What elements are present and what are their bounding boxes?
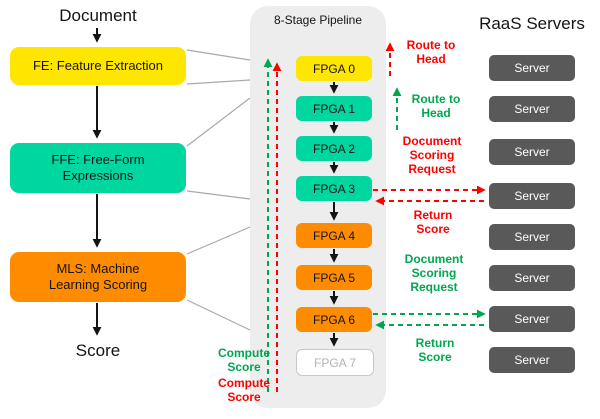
mapping-lines-gray	[186, 49, 251, 331]
doc-scoring-request-label-green: Document Scoring Request	[404, 252, 464, 294]
map-line-ffe-bottom	[186, 190, 251, 200]
server-box-7-label: Server	[514, 312, 550, 326]
score-label: Score	[75, 341, 121, 360]
compute-score-label-red: Compute Score	[218, 376, 270, 404]
map-line-mls-bottom	[186, 299, 251, 331]
stage-fpga-3: FPGA 3	[296, 176, 372, 201]
server-box-5: Server	[489, 224, 575, 250]
route-to-head-arrows	[385, 42, 402, 130]
stage-fpga-2: FPGA 2	[296, 136, 372, 161]
server-box-3-label: Server	[514, 145, 550, 159]
server-box-2: Server	[489, 96, 575, 122]
stage-fpga-6-label: FPGA 6	[312, 312, 356, 327]
stage-fpga-1: FPGA 1	[296, 96, 372, 121]
route-to-head-label-red: Route to Head	[406, 38, 456, 66]
map-line-ffe-top	[186, 97, 251, 147]
stage-fpga-4: FPGA 4	[296, 223, 372, 248]
server-box-5-label: Server	[514, 230, 550, 244]
stage-fpga-5: FPGA 5	[296, 265, 372, 290]
server-box-8: Server	[489, 347, 575, 373]
server-box-4: Server	[489, 183, 575, 209]
stage-fpga-5-label: FPGA 5	[312, 270, 356, 285]
compute-score-label-green: Compute Score	[218, 346, 270, 374]
stage-fpga-0-label: FPGA 0	[312, 61, 356, 76]
server-box-6: Server	[489, 265, 575, 291]
stage-fpga-7: FPGA 7	[296, 349, 374, 376]
return-score-label-red: Return Score	[413, 208, 453, 236]
map-line-fe-top	[186, 49, 251, 61]
server-box-3: Server	[489, 139, 575, 165]
ffe-box-label: FFE: Free-Form Expressions	[51, 152, 145, 183]
route-to-head-label-green: Route to Head	[411, 92, 461, 120]
server-box-1-label: Server	[514, 61, 550, 75]
stage-fpga-0: FPGA 0	[296, 56, 372, 81]
map-line-fe-bottom	[186, 79, 251, 85]
stage-fpga-3-label: FPGA 3	[312, 181, 356, 196]
stage-fpga-2-label: FPGA 2	[312, 141, 356, 156]
stage-fpga-7-label: FPGA 7	[313, 355, 357, 370]
map-line-mls-top	[186, 226, 251, 255]
server-box-1: Server	[489, 55, 575, 81]
raas-servers-title: RaaS Servers	[479, 14, 585, 33]
mls-box-label: MLS: Machine Learning Scoring	[48, 261, 148, 292]
mls-box: MLS: Machine Learning Scoring	[10, 252, 186, 302]
return-score-label-green: Return Score	[415, 336, 455, 364]
doc-scoring-request-label-red: Document Scoring Request	[402, 134, 462, 176]
server-box-8-label: Server	[514, 353, 550, 367]
fe-box-label: FE: Feature Extraction	[32, 58, 164, 73]
document-label: Document	[59, 6, 137, 25]
pipeline-title: 8-Stage Pipeline	[273, 13, 363, 27]
server-box-2-label: Server	[514, 102, 550, 116]
server-box-4-label: Server	[514, 189, 550, 203]
stage-fpga-1-label: FPGA 1	[312, 101, 356, 116]
server-box-6-label: Server	[514, 271, 550, 285]
ffe-box: FFE: Free-Form Expressions	[10, 143, 186, 193]
server-box-7: Server	[489, 306, 575, 332]
stage-fpga-6: FPGA 6	[296, 307, 372, 332]
stage-fpga-4-label: FPGA 4	[312, 228, 356, 243]
fe-box: FE: Feature Extraction	[10, 47, 186, 85]
